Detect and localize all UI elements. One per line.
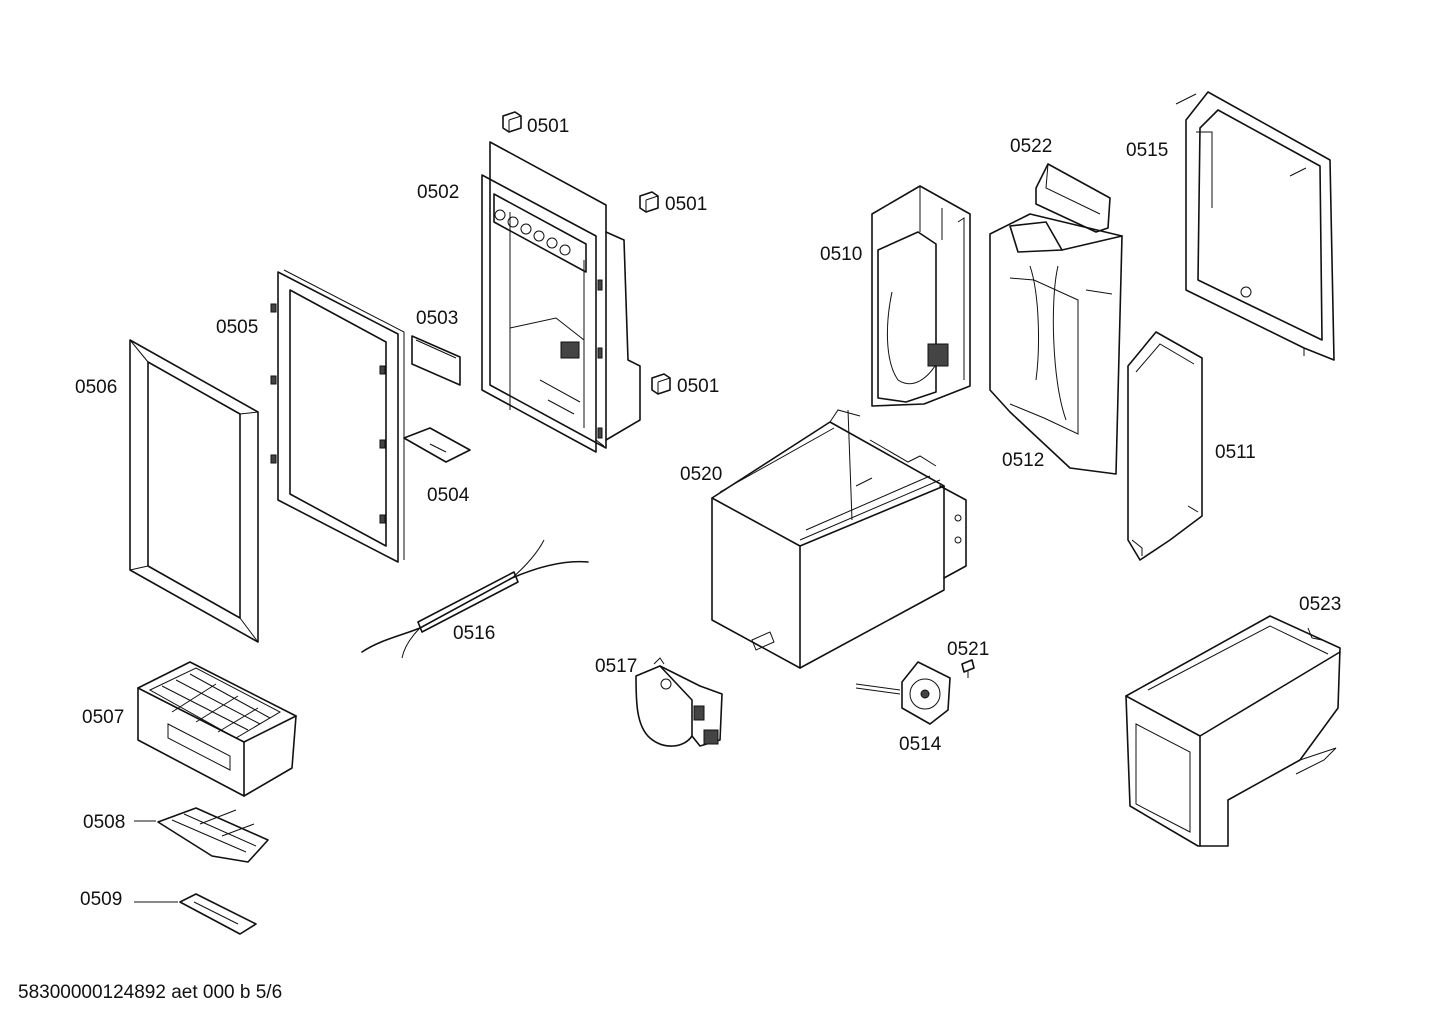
label-0501a: 0501 <box>527 116 570 137</box>
label-0502: 0502 <box>417 182 460 203</box>
part-drawing-0514 <box>855 661 951 725</box>
part-drawing-0516 <box>361 539 589 659</box>
part-drawing-0506 <box>129 339 259 643</box>
label-0522: 0522 <box>1010 136 1053 157</box>
part-drawing-0522 <box>1035 163 1111 233</box>
label-0510: 0510 <box>820 244 863 265</box>
part-drawing-0505 <box>270 269 405 563</box>
part-drawing-0507 <box>137 661 297 797</box>
label-0514: 0514 <box>899 734 942 755</box>
label-0516: 0516 <box>453 623 496 644</box>
part-drawing-0504 <box>403 427 471 463</box>
label-0511: 0511 <box>1215 442 1256 463</box>
label-0501c: 0501 <box>677 376 720 397</box>
label-0517: 0517 <box>595 656 638 677</box>
part-drawing-0501c <box>651 373 671 395</box>
label-0505: 0505 <box>216 317 259 338</box>
part-drawing-0523 <box>1125 615 1341 847</box>
label-0520: 0520 <box>680 464 723 485</box>
label-0521: 0521 <box>947 639 990 660</box>
label-0503: 0503 <box>416 308 459 329</box>
label-0501b: 0501 <box>665 194 708 215</box>
label-0523: 0523 <box>1299 594 1342 615</box>
part-drawing-0502 <box>481 141 641 453</box>
part-drawing-0521 <box>961 659 975 678</box>
part-drawing-0520 <box>711 409 967 669</box>
part-drawing-0510 <box>871 185 971 407</box>
label-0512: 0512 <box>1002 450 1045 471</box>
part-drawing-0509 <box>134 893 257 935</box>
part-drawing-0515 <box>1175 91 1335 361</box>
document-footer: 58300000124892 aet 000 b 5/6 <box>18 982 283 1003</box>
part-drawing-0508 <box>134 807 269 863</box>
part-drawing-0511 <box>1127 331 1203 561</box>
part-drawing-0501a <box>502 111 522 133</box>
part-drawing-0503 <box>411 335 461 386</box>
label-0507: 0507 <box>82 707 125 728</box>
part-drawing-0501b <box>639 191 659 213</box>
label-0506: 0506 <box>75 377 118 398</box>
label-0504: 0504 <box>427 485 470 506</box>
label-0509: 0509 <box>80 889 123 910</box>
label-0515: 0515 <box>1126 140 1169 161</box>
part-drawing-0512 <box>989 213 1123 475</box>
part-drawing-0517 <box>635 657 723 747</box>
label-0508: 0508 <box>83 812 126 833</box>
